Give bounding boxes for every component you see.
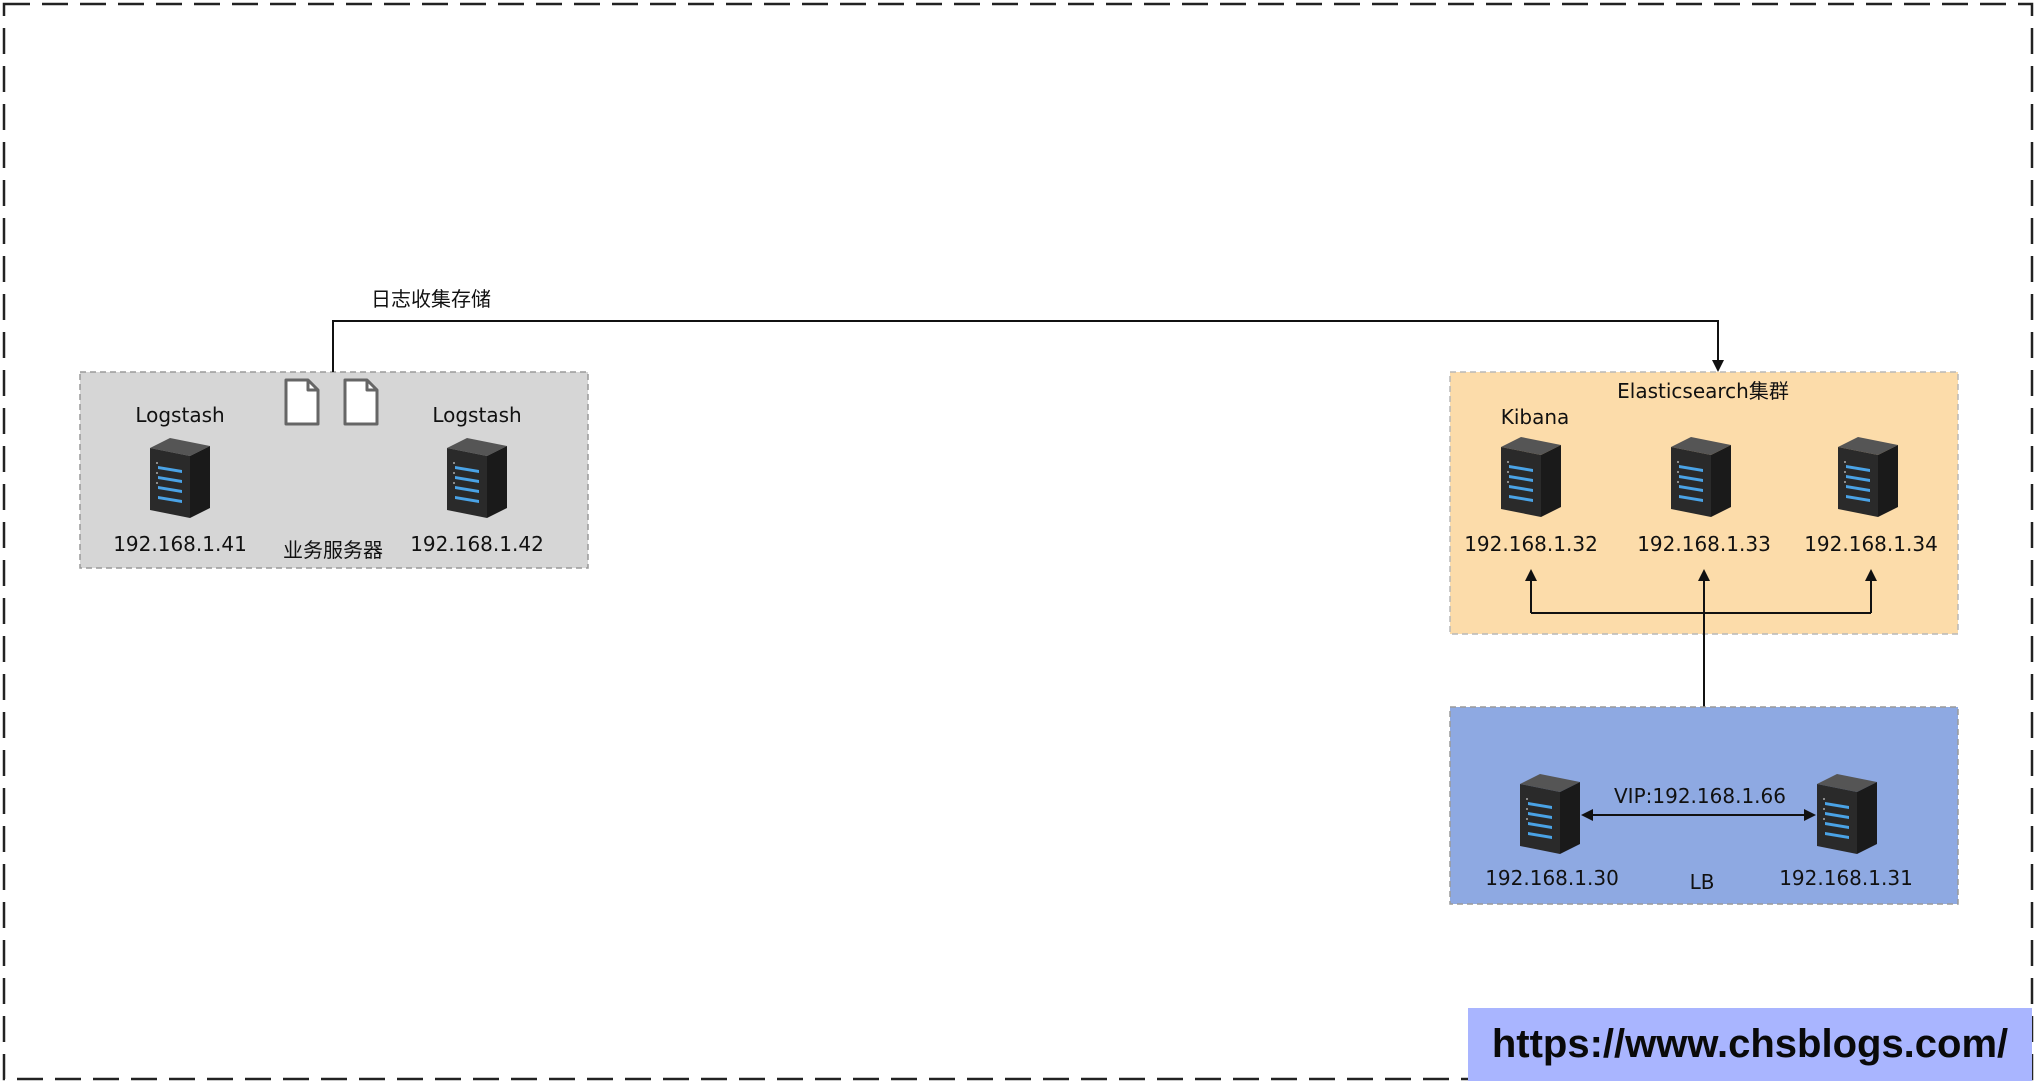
server-ip-32: 192.168.1.32: [1464, 532, 1598, 556]
server-ip-31: 192.168.1.31: [1779, 866, 1913, 890]
server-icon: [1501, 437, 1561, 517]
document-icon: [284, 378, 320, 426]
es-cluster-label: Elasticsearch集群: [1617, 379, 1789, 403]
business-server-group: Logstash 192.168.1.41 业务服务器 Logstash 192…: [79, 371, 589, 569]
server-ip-30: 192.168.1.30: [1485, 866, 1619, 890]
logstash-right-label: Logstash: [432, 403, 521, 427]
server-ip-34: 192.168.1.34: [1804, 532, 1938, 556]
log-flow-connector: 日志收集存储: [332, 287, 1724, 372]
document-icon: [343, 378, 379, 426]
business-group-label: 业务服务器: [283, 538, 383, 562]
logstash-left-label: Logstash: [135, 403, 224, 427]
server-ip-42: 192.168.1.42: [410, 532, 544, 556]
vip-label: VIP:192.168.1.66: [1614, 784, 1786, 808]
server-icon: [1838, 437, 1898, 517]
flow-line: [332, 320, 1724, 372]
server-icon: [1817, 774, 1877, 854]
server-icon: [1671, 437, 1731, 517]
watermark-url: https://www.chsblogs.com/: [1468, 1008, 2032, 1081]
elasticsearch-cluster-group: Elasticsearch集群 Kibana 192.168.1.32 192.…: [1449, 371, 1959, 635]
server-ip-33: 192.168.1.33: [1637, 532, 1771, 556]
server-icon: [447, 438, 507, 518]
server-ip-41: 192.168.1.41: [113, 532, 247, 556]
lb-group: VIP:192.168.1.66 192.168.1.30 LB 192.168…: [1449, 706, 1959, 905]
server-icon: [1520, 774, 1580, 854]
kibana-label: Kibana: [1501, 405, 1570, 429]
flow-label: 日志收集存储: [371, 287, 491, 311]
lb-label: LB: [1690, 870, 1715, 894]
server-icon: [150, 438, 210, 518]
